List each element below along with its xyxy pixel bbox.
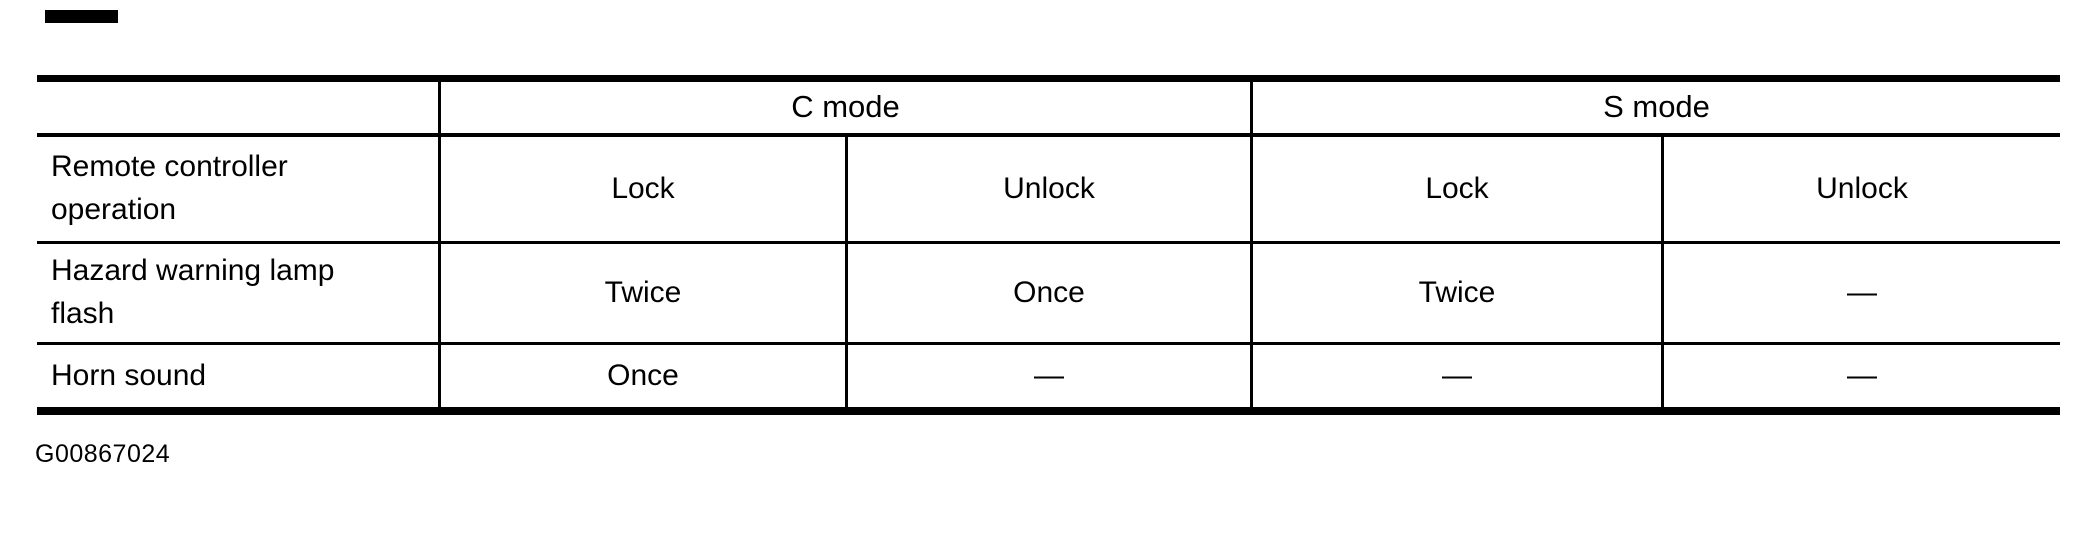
remote-controller-mode-table: C mode S mode Remote controller operatio… — [37, 75, 2060, 415]
cell-horn-c-unlock: — — [845, 345, 1250, 407]
row-label: Hazard warning lamp flash — [51, 254, 335, 330]
cell-hazard-c-lock: Twice — [438, 244, 845, 342]
cell-hazard-s-unlock: — — [1661, 244, 2060, 342]
cell-horn-c-lock: Once — [438, 345, 845, 407]
cell-c-mode-unlock: Unlock — [845, 137, 1250, 241]
cell-hazard-c-unlock: Once — [845, 244, 1250, 342]
cell-horn-s-unlock: — — [1661, 345, 2060, 407]
row-label: Remote controller operation — [51, 150, 288, 226]
cell-s-mode-lock: Lock — [1250, 137, 1661, 241]
scan-artifact-mark — [45, 10, 118, 23]
cell-c-mode-lock: Lock — [438, 137, 845, 241]
cell-horn-s-lock: — — [1250, 345, 1661, 407]
header-s-mode: S mode — [1250, 82, 2060, 133]
row-label: Horn sound — [51, 358, 207, 392]
cell-s-mode-unlock: Unlock — [1661, 137, 2060, 241]
figure-id-caption: G00867024 — [35, 440, 171, 468]
table-row-remote-controller-operation: Remote controller operation Lock Unlock … — [37, 137, 2060, 244]
header-corner-cell — [37, 82, 438, 133]
table-header-row: C mode S mode — [37, 82, 2060, 137]
cell-hazard-s-lock: Twice — [1250, 244, 1661, 342]
table-row-hazard-warning-lamp-flash: Hazard warning lamp flash Twice Once Twi… — [37, 244, 2060, 345]
header-c-mode: C mode — [438, 82, 1250, 133]
table-row-horn-sound: Horn sound Once — — — — [37, 345, 2060, 407]
